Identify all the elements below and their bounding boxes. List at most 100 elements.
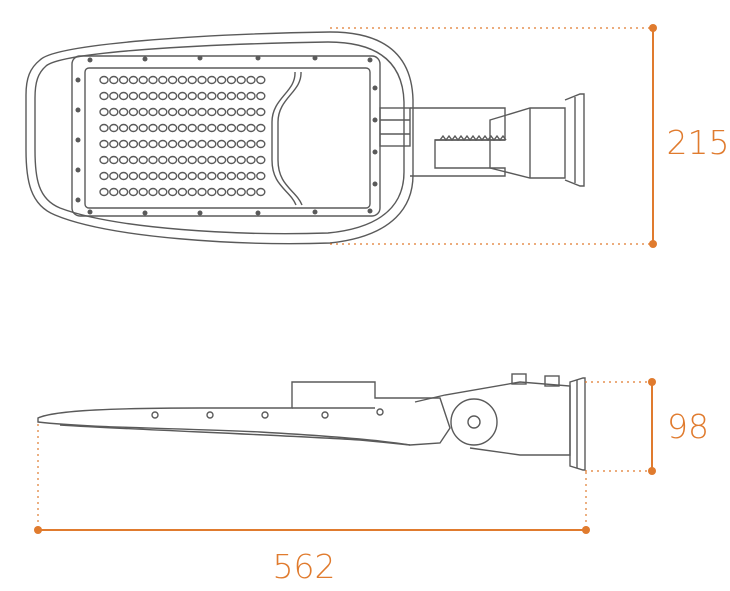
led (118, 75, 129, 85)
led (197, 171, 207, 181)
led (207, 155, 217, 165)
led (226, 123, 237, 133)
led (197, 91, 207, 101)
led (216, 187, 227, 197)
led (109, 91, 119, 101)
led (207, 75, 217, 85)
led (158, 75, 168, 85)
led (177, 171, 188, 181)
led (256, 187, 266, 197)
led (167, 171, 178, 181)
led (226, 187, 237, 197)
led (236, 107, 246, 117)
side-pole-bracket (569, 377, 586, 471)
led (236, 139, 246, 149)
led (128, 139, 139, 149)
led (177, 107, 188, 117)
led (236, 187, 246, 197)
led (216, 155, 227, 165)
led (187, 107, 197, 117)
led (148, 123, 158, 133)
side-bolt-2 (544, 375, 560, 387)
led (138, 139, 148, 149)
led (148, 187, 158, 197)
led (99, 123, 109, 133)
led (207, 123, 217, 133)
led (99, 171, 109, 181)
led (158, 171, 168, 181)
led (246, 75, 256, 85)
led (109, 139, 119, 149)
led (99, 75, 109, 85)
led (158, 123, 168, 133)
led (226, 155, 237, 165)
led (138, 75, 148, 85)
top-pole-bracket (564, 93, 585, 187)
led (118, 91, 129, 101)
led (177, 187, 188, 197)
led (148, 75, 158, 85)
led (226, 139, 237, 149)
led (187, 123, 197, 133)
side-view (37, 373, 586, 471)
led (256, 139, 266, 149)
led (128, 91, 139, 101)
led (99, 91, 109, 101)
led (99, 155, 109, 165)
led (187, 91, 197, 101)
led (128, 171, 139, 181)
led (177, 139, 188, 149)
top-housing-inner-rim (34, 41, 405, 235)
led (216, 123, 227, 133)
led-divider-wave-2 (277, 71, 303, 206)
led (128, 155, 139, 165)
led (109, 155, 119, 165)
led (99, 107, 109, 117)
led (236, 171, 246, 181)
led (226, 75, 237, 85)
led (158, 91, 168, 101)
led (216, 139, 227, 149)
top-connector-block (379, 107, 411, 147)
led (216, 107, 227, 117)
led (158, 187, 168, 197)
led (197, 123, 207, 133)
led (226, 91, 237, 101)
led (246, 123, 256, 133)
led (138, 171, 148, 181)
led (187, 155, 197, 165)
led (148, 107, 158, 117)
led (148, 155, 158, 165)
top-view (25, 31, 585, 245)
dim-label-98: 98 (667, 407, 709, 446)
led (148, 91, 158, 101)
led (256, 155, 266, 165)
led (207, 139, 217, 149)
led (138, 123, 148, 133)
led (246, 91, 256, 101)
led (197, 75, 207, 85)
led (177, 155, 188, 165)
led (167, 107, 178, 117)
led (148, 171, 158, 181)
led (216, 91, 227, 101)
led (207, 91, 217, 101)
led (158, 155, 168, 165)
led-frame-inner (84, 67, 371, 209)
led (207, 171, 217, 181)
led (187, 139, 197, 149)
led (187, 171, 197, 181)
led (207, 187, 217, 197)
led (246, 171, 256, 181)
led (167, 123, 178, 133)
led (118, 123, 129, 133)
side-bolt-1 (511, 373, 527, 385)
led (216, 171, 227, 181)
led-grid (99, 75, 266, 197)
led (197, 107, 207, 117)
side-housing-lower (59, 424, 411, 446)
led (118, 187, 129, 197)
led (256, 123, 266, 133)
top-mounting-arm (410, 107, 506, 177)
